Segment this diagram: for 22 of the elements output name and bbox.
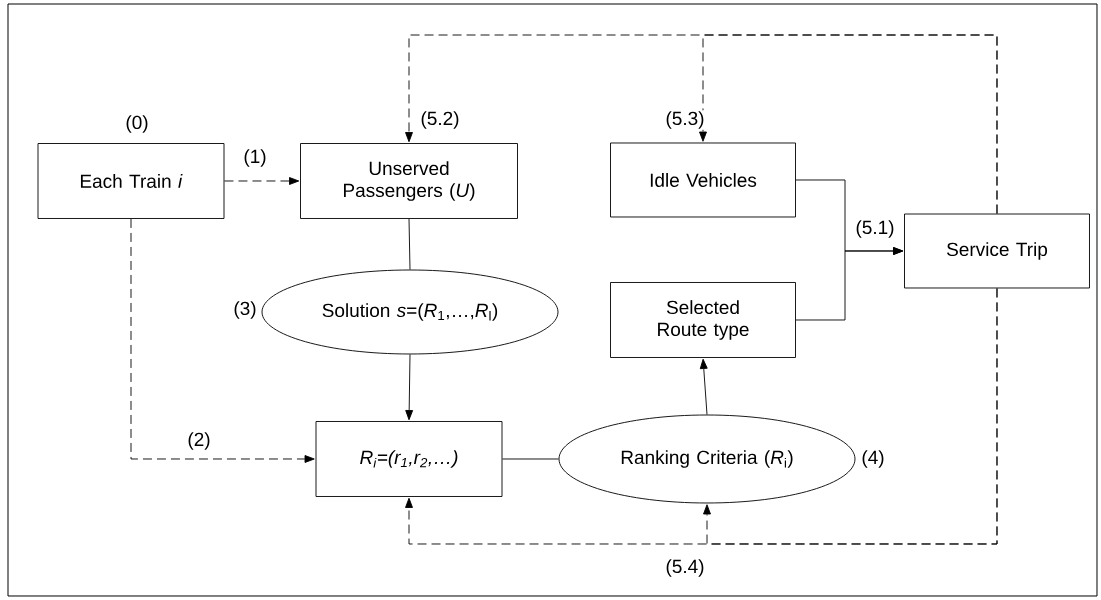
arrow	[703, 288, 998, 545]
step-number: (0)	[126, 115, 148, 133]
process-box: Idle Vehicles	[610, 142, 796, 218]
arrow	[224, 177, 300, 185]
edge-label: (5.2)	[419, 110, 461, 130]
process-box: Service Trip	[904, 213, 1090, 289]
process-box: Selected Route type	[610, 282, 796, 358]
arrow	[699, 358, 708, 415]
edge-label: (5.1)	[854, 219, 896, 239]
arrow	[405, 354, 414, 421]
process-box: Each Train i	[37, 143, 225, 219]
process-box: Unserved Passengers (U)	[300, 143, 518, 219]
edge-label: (1)	[242, 148, 268, 168]
edge-label: (2)	[186, 431, 212, 451]
edge-label: (5.3)	[664, 110, 706, 130]
arrow	[130, 218, 315, 463]
step-number: (4)	[862, 450, 884, 468]
step-number: (3)	[234, 301, 256, 319]
process-box: R$_{i}$=(r$_{1}$,r$_{2}$,…)	[315, 421, 503, 497]
arrow	[795, 247, 904, 321]
arrow	[699, 34, 998, 214]
edge-label: (5.4)	[664, 558, 706, 578]
